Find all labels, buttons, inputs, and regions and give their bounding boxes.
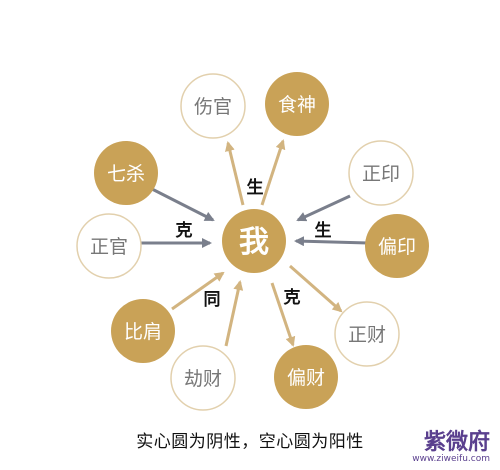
- center-node-label: 我: [239, 225, 269, 260]
- arrow-to-zhengcai: [289, 264, 343, 313]
- node-label: 七杀: [107, 163, 145, 185]
- node-piancai: 偏财: [274, 345, 338, 409]
- arrow-from-bijian: [171, 271, 225, 311]
- arrow-from-pianyin: [294, 236, 369, 247]
- watermark-name: 紫微府: [423, 430, 490, 455]
- legend-caption: 实心圆为阴性，空心圆为阳性: [136, 432, 364, 452]
- node-label: 正财: [348, 324, 386, 346]
- node-bijian: 比肩: [111, 299, 175, 363]
- node-zhengguan: 正官: [76, 213, 142, 279]
- node-shangguan: 伤官: [180, 73, 246, 139]
- relation-label-top: 生: [247, 177, 264, 198]
- arrow-to-shangguan: [225, 141, 245, 206]
- node-label: 偏印: [378, 236, 416, 258]
- arrow-to-piancai: [270, 282, 296, 347]
- node-label: 正印: [362, 163, 400, 185]
- relation-label-bottom-left: 同: [204, 290, 221, 310]
- node-label: 食神: [278, 94, 316, 116]
- relation-label-bottom-right: 克: [284, 287, 301, 308]
- node-label: 伤官: [194, 96, 232, 118]
- node-jiecai: 劫财: [170, 345, 236, 411]
- node-label: 比肩: [124, 321, 162, 343]
- arrow-from-qisha: [151, 187, 215, 222]
- node-qisha: 七杀: [94, 141, 158, 205]
- node-shishen: 食神: [265, 72, 329, 136]
- node-pianyin: 偏印: [365, 214, 429, 278]
- relation-label-left: 克: [176, 220, 193, 241]
- center-node: 我: [222, 209, 286, 273]
- node-label: 偏财: [287, 367, 325, 389]
- node-zhengcai: 正财: [334, 301, 400, 367]
- node-zhengyin: 正印: [348, 140, 414, 206]
- watermark-url: www.ziweifu.com: [412, 454, 490, 464]
- node-label: 正官: [90, 236, 128, 258]
- watermark-logo: 紫微府 www.ziweifu.com: [412, 430, 490, 465]
- arrow-to-shishen: [260, 139, 286, 206]
- arrows: [132, 139, 369, 347]
- relation-label-right: 生: [315, 220, 332, 241]
- arrow-from-jiecai: [224, 280, 244, 347]
- node-label: 劫财: [184, 368, 222, 390]
- arrow-from-zhengyin: [296, 194, 351, 222]
